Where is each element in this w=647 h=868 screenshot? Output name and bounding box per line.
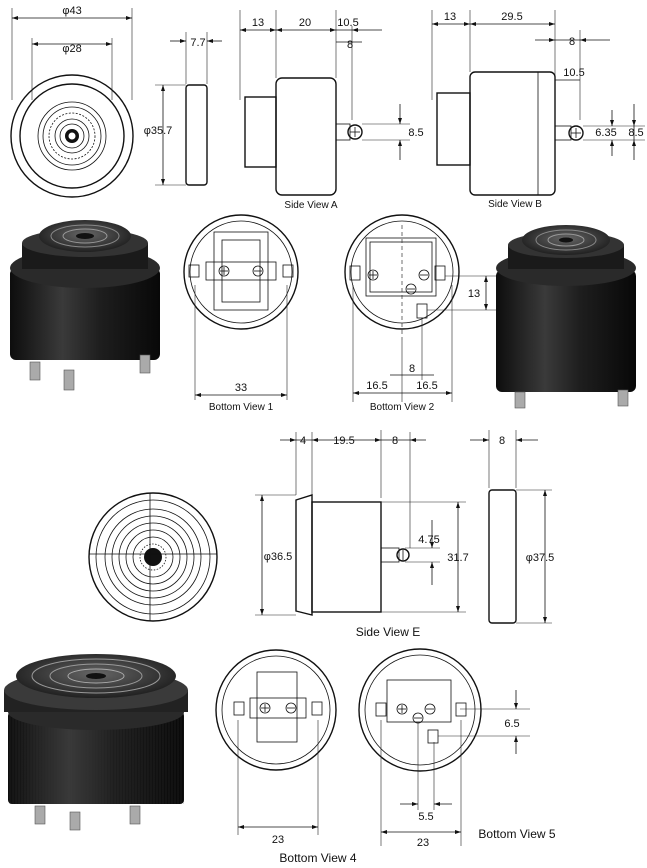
bottom-view-4: 23 Bottom View 4: [215, 649, 357, 865]
dim-b-4: 10.5: [563, 67, 584, 79]
dim-a-2: 20: [299, 17, 311, 29]
dim-bv2-d1: 8: [409, 363, 415, 375]
dim-a-1: 13: [252, 17, 264, 29]
dim-b-2: 29.5: [501, 11, 522, 23]
front-view-top: φ43 φ28: [10, 5, 134, 198]
dim-bv1-width: 33: [235, 382, 247, 394]
caption-bottom-view-4: Bottom View 4: [279, 851, 356, 865]
dim-a-3: 10.5: [337, 17, 358, 29]
dim-a-5: 8.5: [408, 127, 423, 139]
dim-bv2-d2: 16.5: [366, 380, 387, 392]
dim-outer-dia: φ43: [62, 5, 81, 17]
bottom-view-5: 6.5 5.5 23 Bottom View 5: [358, 648, 556, 849]
dim-e-6: 31.7: [447, 552, 468, 564]
dim-a-4: 8: [347, 39, 353, 51]
caption-bottom-view-5: Bottom View 5: [478, 827, 555, 841]
dim-bv2-height: 13: [468, 288, 480, 300]
caption-side-view-b: Side View B: [488, 199, 542, 210]
front-view-e: [88, 492, 218, 622]
side-view-b: 13 29.5 8 10.5 6.35 8.5 Side View B: [431, 10, 645, 210]
dim-bv2-d3: 16.5: [416, 380, 437, 392]
ring-view-top: 7.7 φ35.7: [144, 32, 222, 186]
dim-bv5-d1: 6.5: [504, 718, 519, 730]
dim-b-1: 13: [444, 11, 456, 23]
buzzer-photo-right: [496, 225, 636, 409]
buzzer-photo-bottom: [4, 654, 188, 831]
dim-e-4: 8: [499, 435, 505, 447]
dim-b-5: 6.35: [595, 127, 616, 139]
dim-e-2: 19.5: [333, 435, 354, 447]
dim-inner-dia: φ28: [62, 43, 81, 55]
caption-side-view-e: Side View E: [356, 625, 420, 639]
dim-b-6: 8.5: [628, 127, 643, 139]
dim-bv5-width: 23: [417, 837, 429, 849]
bottom-view-1: 33 Bottom View 1: [183, 214, 299, 413]
dim-e-3: 8: [392, 435, 398, 447]
dim-ring-thickness: 7.7: [190, 37, 205, 49]
dim-ring-dia: φ35.7: [144, 125, 173, 137]
dim-e-5: 4.75: [418, 534, 439, 546]
dim-e-7: φ36.5: [264, 551, 293, 563]
caption-bottom-view-1: Bottom View 1: [209, 402, 274, 413]
side-view-a: 13 20 10.5 8 8.5 Side View A: [239, 10, 424, 211]
buzzer-photo-left: [10, 220, 160, 391]
dim-e-1: 4: [300, 435, 306, 447]
bottom-view-2: 13 8 16.5 16.5 Bottom View 2: [344, 214, 496, 413]
side-view-e: 4 19.5 8 31.7 4.75 φ36.5 Side View E: [255, 430, 554, 639]
caption-side-view-a: Side View A: [284, 200, 338, 211]
dim-bv4-width: 23: [272, 834, 284, 846]
dim-bv5-d2: 5.5: [418, 811, 433, 823]
dim-e-8: φ37.5: [526, 552, 555, 564]
dim-b-3: 8: [569, 36, 575, 48]
caption-bottom-view-2: Bottom View 2: [370, 402, 435, 413]
